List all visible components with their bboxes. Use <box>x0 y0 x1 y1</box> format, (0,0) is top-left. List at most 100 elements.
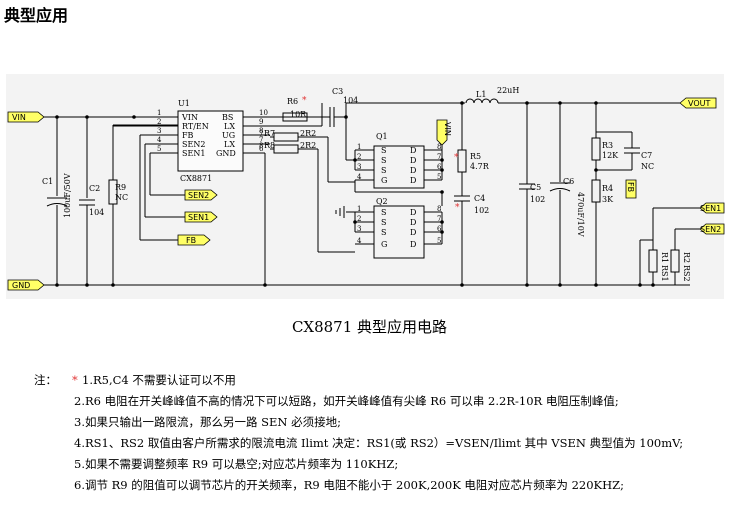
q1-pin-names: S S S G D D D D 1 2 3 4 8 7 6 5 <box>357 143 442 185</box>
ic-part: CX8871 <box>180 174 212 183</box>
port-gnd: GND <box>7 279 45 291</box>
c4-label: C4 <box>474 194 485 203</box>
r9-value: NC <box>115 193 128 202</box>
svg-text:BS: BS <box>222 113 233 122</box>
schematic-background <box>6 74 724 299</box>
c1-value: 100uF/50V <box>63 173 72 218</box>
c2-value: 104 <box>89 208 104 217</box>
section-heading: 典型应用 <box>4 6 69 25</box>
c6-value: 470uF/10V <box>576 192 585 237</box>
svg-text:D: D <box>410 240 416 249</box>
r8-pin: 8 <box>259 142 263 150</box>
svg-text:S: S <box>381 228 386 237</box>
svg-text:VIN: VIN <box>181 113 198 122</box>
svg-text:*: * <box>454 153 459 163</box>
port-sen2: SEN2 <box>699 223 725 235</box>
svg-text:VIN: VIN <box>12 113 26 122</box>
svg-text:4: 4 <box>357 173 362 181</box>
svg-text:D: D <box>410 218 416 227</box>
note-line-1: 1.R5,C4 不需要认证可以不用 <box>82 373 236 387</box>
r1-value: RS1 <box>660 265 669 282</box>
svg-text:3: 3 <box>157 127 161 135</box>
svg-text:SEN2: SEN2 <box>188 191 209 200</box>
svg-text:SEN1: SEN1 <box>188 213 209 222</box>
c3-label: C3 <box>332 87 343 96</box>
note-line-4: 4.RS1、RS2 取值由客户所需求的限流电流 Ilimt 决定：RS1(或 R… <box>74 436 684 450</box>
note-line-5: 5.如果不需要调整频率 R9 可以悬空;对应芯片频率为 110KHZ; <box>74 457 399 471</box>
schematic-diagram: VIN GND VOUT SEN2 SEN1 FB VIN FB SEN1 SE… <box>7 86 725 291</box>
svg-text:4: 4 <box>357 237 362 245</box>
port-vin-q1: VIN <box>436 119 452 146</box>
svg-text:1: 1 <box>357 205 361 213</box>
svg-text:8: 8 <box>259 127 263 135</box>
svg-text:D: D <box>410 228 416 237</box>
r2-label: R2 <box>682 252 691 263</box>
port-vout: VOUT <box>679 97 717 109</box>
svg-text:S: S <box>381 156 386 165</box>
r9-label: R9 <box>115 183 126 192</box>
svg-text:SEN1: SEN1 <box>700 204 721 213</box>
svg-text:2: 2 <box>157 118 161 126</box>
r1-label: R1 <box>660 252 669 263</box>
r3-label: R3 <box>602 141 613 150</box>
r8-value: 2R2 <box>300 141 316 150</box>
svg-text:FB: FB <box>182 131 194 140</box>
svg-text:GND: GND <box>216 149 236 158</box>
q1-label: Q1 <box>376 132 388 141</box>
svg-text:4: 4 <box>157 136 162 144</box>
c1-label: C1 <box>42 177 53 186</box>
r7-pin: 7 <box>259 130 263 138</box>
notes-label: 注： <box>34 373 57 387</box>
svg-text:G: G <box>381 240 387 249</box>
note-line-2: 2.R6 电阻在开关峰峰值不高的情况下可以短路，如开关峰峰值有尖峰 R6 可以串… <box>74 394 619 408</box>
r3-value: 12K <box>602 151 619 160</box>
port-vin: VIN <box>7 111 45 123</box>
r8-label: R8 <box>264 141 275 150</box>
r2-value: RS2 <box>682 265 691 282</box>
svg-text:6: 6 <box>437 163 442 171</box>
svg-text:1: 1 <box>157 109 161 117</box>
svg-text:FB: FB <box>626 182 635 192</box>
r7-value: 2R2 <box>300 129 316 138</box>
port-sen1: SEN1 <box>699 202 725 214</box>
svg-text:VIN: VIN <box>443 122 452 136</box>
c5-label: C5 <box>530 183 541 192</box>
c7-label: C7 <box>641 151 652 160</box>
svg-text:SEN1: SEN1 <box>182 149 205 158</box>
svg-text:6: 6 <box>437 225 442 233</box>
svg-text:8: 8 <box>437 205 441 213</box>
r6-label: R6 <box>287 97 298 106</box>
svg-text:D: D <box>410 208 416 217</box>
svg-text:7: 7 <box>259 136 263 144</box>
svg-text:2: 2 <box>357 153 361 161</box>
l1-value: 22uH <box>497 86 519 95</box>
svg-text:FB: FB <box>186 236 196 245</box>
svg-text:7: 7 <box>437 215 441 223</box>
svg-text:S: S <box>381 166 386 175</box>
svg-text:SEN2: SEN2 <box>700 225 721 234</box>
svg-text:3: 3 <box>357 225 361 233</box>
svg-text:G: G <box>381 176 387 185</box>
port-sen1-ic: SEN1 <box>184 211 218 223</box>
r6-value: 10R <box>290 110 307 119</box>
svg-text:9: 9 <box>259 118 263 126</box>
svg-text:D: D <box>410 176 416 185</box>
svg-text:1: 1 <box>357 143 361 151</box>
svg-text:*: * <box>302 96 307 106</box>
svg-text:*: * <box>455 203 460 213</box>
svg-text:5: 5 <box>157 145 161 153</box>
svg-text:S: S <box>381 146 386 155</box>
svg-text:SEN2: SEN2 <box>182 140 205 149</box>
port-fb-r4: FB <box>625 179 637 199</box>
l1-label: L1 <box>476 90 486 99</box>
svg-text:8: 8 <box>437 143 441 151</box>
svg-text:UG: UG <box>222 131 235 140</box>
c7-value: NC <box>641 162 654 171</box>
svg-text:5: 5 <box>437 237 441 245</box>
port-sen2-ic: SEN2 <box>184 189 218 201</box>
svg-text:10: 10 <box>259 109 268 117</box>
c5-value: 102 <box>530 195 545 204</box>
svg-text:7: 7 <box>437 153 441 161</box>
r5-label: R5 <box>470 152 481 161</box>
r7-label: R7 <box>264 129 275 138</box>
